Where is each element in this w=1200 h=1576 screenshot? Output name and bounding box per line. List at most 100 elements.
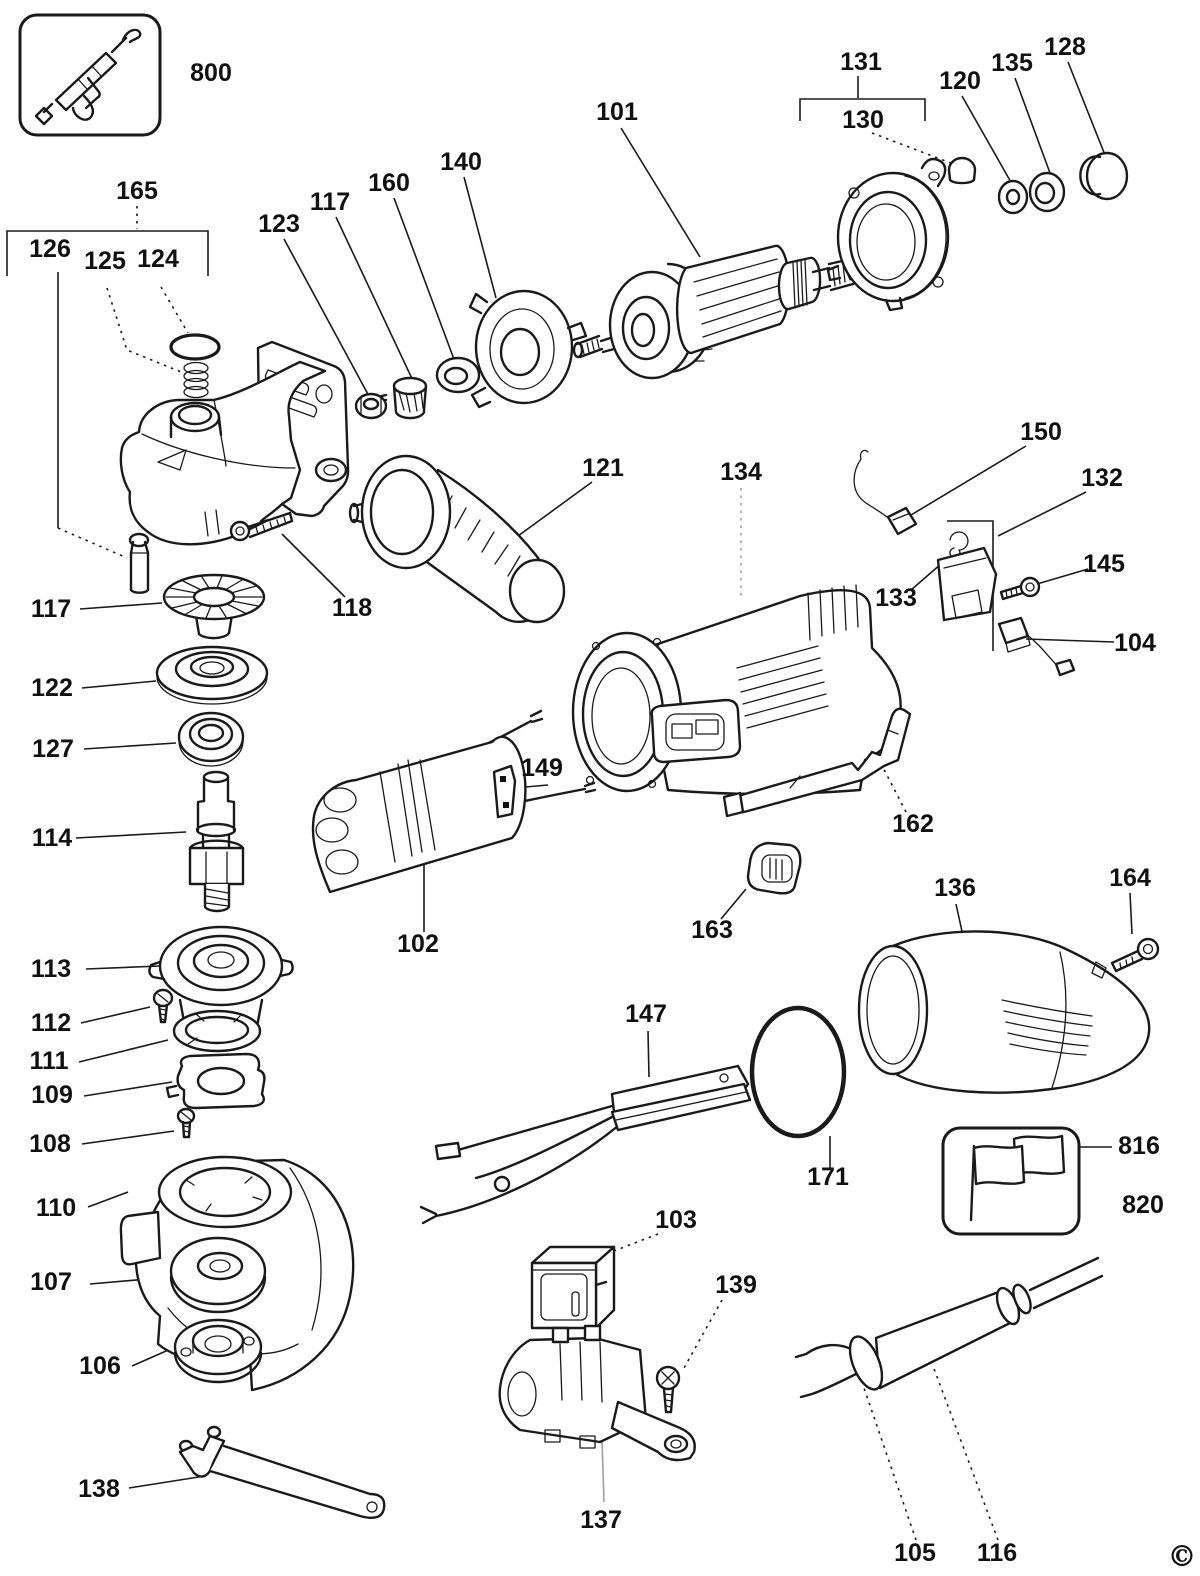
leader-164 [1129, 892, 1133, 935]
part-label-107: 107 [30, 1268, 72, 1296]
leader-lines [6, 61, 1133, 1541]
leader-124 [160, 286, 189, 334]
part-162-spindle-lock-lever [722, 707, 912, 818]
power-cord [1028, 1256, 1104, 1310]
leader-114 [75, 831, 187, 839]
wrench-handle [208, 1444, 386, 1519]
part-label-123: 123 [258, 210, 300, 238]
part-label-133: 133 [875, 584, 917, 612]
part-131-end-cap-housing [826, 157, 950, 312]
part-130-cap [947, 156, 977, 185]
leader-105 [863, 1387, 917, 1541]
part-109-clamp-plate [165, 1052, 266, 1110]
part-labels: 800 165 126 125 124 123 117 160 140 101 … [29, 33, 1196, 1573]
leader-126-b [57, 527, 128, 559]
leader-121 [517, 481, 593, 537]
part-label-165: 165 [116, 177, 158, 205]
part-label-102: 102 [397, 930, 439, 958]
part-label-149: 149 [521, 754, 563, 782]
part-112-screw [152, 988, 174, 1024]
part-108-screw [176, 1107, 196, 1139]
part-102-field-coil [311, 709, 597, 894]
part-label-162: 162 [892, 810, 934, 838]
leader-104 [1025, 638, 1115, 643]
leader-150 [905, 445, 1027, 519]
part-label-126: 126 [29, 235, 71, 263]
part-163-lock-button [746, 841, 802, 895]
grease-gun-rod [110, 28, 142, 54]
leader-117-gear [79, 602, 163, 610]
part-145-screw [999, 576, 1041, 601]
leader-101 [620, 127, 701, 258]
part-164-screw [1110, 937, 1160, 973]
leader-117-pinion [335, 216, 416, 386]
part-label-136: 136 [934, 874, 976, 902]
leader-135 [1014, 77, 1051, 174]
part-label-105: 105 [894, 1539, 936, 1567]
part-150-wire-lead [853, 449, 918, 536]
part-label-108: 108 [29, 1130, 71, 1158]
part-label-160: 160 [368, 169, 410, 197]
grease-gun-barrel [54, 51, 118, 112]
part-label-820: 820 [1122, 1191, 1164, 1219]
part-label-135: 135 [991, 49, 1033, 77]
part-label-125: 125 [84, 247, 126, 275]
leader-145 [1036, 568, 1089, 585]
part-103-switch-block [530, 1245, 616, 1330]
wrench-fork [178, 1434, 226, 1478]
part-label-113: 113 [31, 955, 71, 983]
part-label-120: 120 [939, 67, 981, 95]
leader-108 [81, 1130, 175, 1145]
leader-120 [961, 95, 1013, 185]
part-label-130: 130 [842, 106, 884, 134]
part-label-127: 127 [32, 735, 74, 763]
part-121-side-handle [348, 454, 566, 624]
inset-box-816-flag [941, 1126, 1081, 1236]
part-label-106: 106 [79, 1352, 121, 1380]
leader-163 [720, 888, 747, 920]
part-128-sleeve [1079, 151, 1129, 201]
part-label-816: 816 [1118, 1132, 1160, 1160]
flag-front [972, 1144, 1026, 1186]
leader-147 [647, 1030, 650, 1078]
part-135-bearing [1028, 171, 1066, 213]
part-label-131: 131 [840, 48, 882, 76]
leader-113 [85, 965, 161, 970]
gear-case-body [119, 360, 327, 546]
bracket-132 [947, 520, 994, 651]
part-label-164: 164 [1109, 864, 1151, 892]
leader-140 [463, 176, 497, 299]
part-label-171: 171 [807, 1163, 849, 1191]
leader-111 [78, 1039, 169, 1063]
part-label-109: 109 [31, 1081, 73, 1109]
part-122-flange-washer [155, 645, 269, 705]
leader-112 [80, 1006, 151, 1024]
part-label-103: 103 [655, 1206, 697, 1234]
part-label-128: 128 [1044, 33, 1086, 61]
bracket-131 [799, 98, 926, 121]
leader-110 [87, 1191, 129, 1208]
leader-122 [81, 680, 157, 689]
leader-130 [871, 132, 957, 166]
part-label-137: 137 [580, 1506, 622, 1534]
part-105-116-cord-set [794, 1256, 1104, 1399]
leader-132 [997, 491, 1087, 537]
leader-125 [106, 287, 187, 375]
part-label-117-pinion: 117 [310, 188, 350, 216]
part-label-147: 147 [625, 1000, 667, 1028]
copyright-mark: © [1168, 1539, 1197, 1573]
part-118-screw [229, 511, 294, 542]
part-label-139: 139 [715, 1271, 757, 1299]
handle-flange [360, 454, 452, 570]
leader-138 [128, 1475, 206, 1489]
part-136-rear-cover [857, 930, 1151, 1094]
part-133-brush-holder [936, 531, 998, 622]
part-120-washer [997, 179, 1029, 215]
part-label-132: 132 [1081, 464, 1123, 492]
inset-box-grease-gun [18, 13, 162, 137]
part-label-134: 134 [720, 458, 762, 486]
part-104-carbon-brush [997, 616, 1076, 677]
part-gear-housing-head [119, 340, 350, 546]
part-label-118: 118 [332, 594, 372, 622]
